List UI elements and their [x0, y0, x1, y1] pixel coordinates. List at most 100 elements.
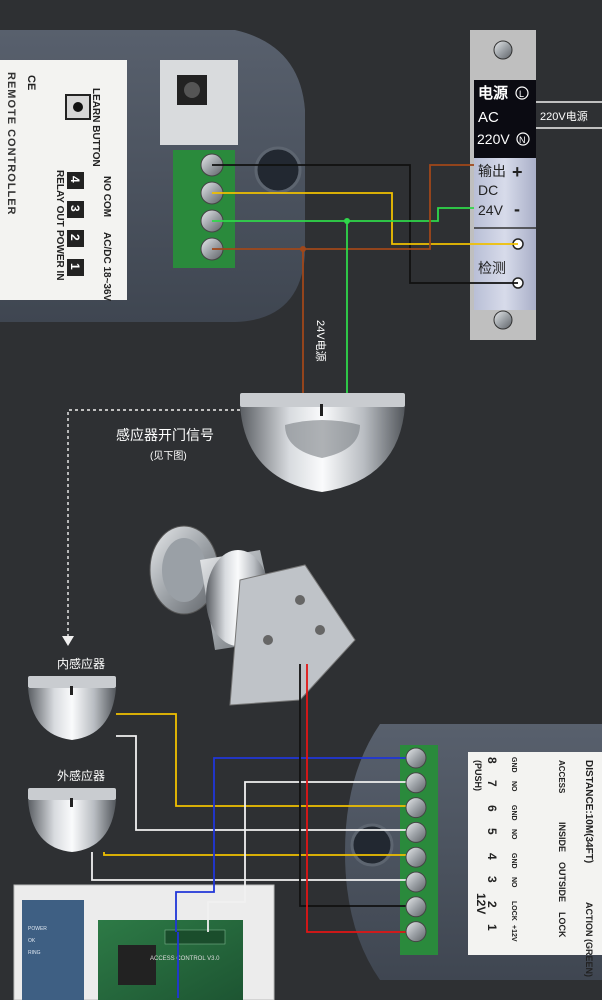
remote-terminal-4: 4 [68, 176, 82, 183]
inside-label: INSIDE [557, 822, 567, 852]
psu-title: 电源 [478, 84, 508, 102]
terminal-pair-label: 7 [485, 780, 499, 787]
learn-button-label: LEARN BUTTON [90, 88, 101, 167]
no-com-label: NO COM [101, 176, 112, 217]
wire-black-lock [299, 664, 416, 907]
remote-to-psu-wires [212, 164, 518, 395]
lock-bolt-2 [263, 635, 273, 645]
lock-bolt-3 [315, 625, 325, 635]
keypad-blue-panel [22, 900, 84, 1000]
controller-labels: DISTANCE:10M(34FT) ACCESS INSIDE OUTSIDE… [473, 757, 594, 977]
psu-dc: DC [478, 182, 498, 198]
terminal-pair-label: 5 [485, 828, 499, 835]
main-sensor-mark [320, 404, 323, 416]
wire-brown-top [212, 164, 474, 250]
pin-label: GND [510, 853, 517, 869]
see-below-label: (见下图) [150, 450, 187, 462]
distance-label: DISTANCE:10M(34FT) [583, 760, 594, 863]
controller-terminal-screw [405, 747, 427, 769]
wire-white-inner [116, 735, 416, 831]
wire-yellow-outer [103, 852, 416, 856]
remote-receiver-module: CE REMOTE CONTROLLER LEARN BUTTON 4 3 2 … [0, 30, 305, 322]
keypad-unit: ACCESS CONTROL V3.0 POWER OK RING [13, 884, 275, 1000]
main-sensor [240, 393, 405, 492]
terminal-pair-label: 8 [485, 757, 499, 764]
controller-terminal-screw [405, 821, 427, 843]
terminal-pair-label: 3 [485, 876, 499, 883]
wire-yellow-top [212, 192, 518, 245]
psu-dc-voltage: 24V [478, 202, 504, 218]
relay-out-label: RELAY OUT [54, 170, 65, 227]
wire-yellow-inner [116, 713, 416, 807]
controller-terminal-screw [405, 871, 427, 893]
power-terminal-2 [67, 230, 84, 247]
inner-sensor-dome [28, 688, 116, 740]
pin-label: NO [510, 829, 517, 840]
controller-screws-overlay [405, 747, 427, 943]
remote-module-label [0, 60, 127, 300]
controller-wires [91, 664, 416, 998]
power-in-label: POWER IN [54, 230, 65, 281]
inner-sensor-mark [70, 686, 73, 695]
sensor-signal-label: 感应器开门信号 [116, 427, 214, 443]
outside-label: OUTSIDE [557, 862, 567, 902]
inner-sensor [28, 676, 116, 740]
board-chip [118, 945, 156, 985]
remote-terminal-1: 1 [68, 263, 82, 270]
ce-logo: CE [25, 75, 37, 90]
remote-terminal-3: 3 [68, 205, 82, 212]
voltage-label: AC/DC 18~36V [101, 232, 112, 302]
lock-plate-inner [162, 538, 206, 602]
controller-mount-hole [350, 823, 394, 867]
psu-l-label: L [519, 89, 524, 99]
push-label: (PUSH) [473, 760, 483, 791]
psu-minus: - [514, 199, 520, 219]
outer-sensor-label: 外感应器 [57, 768, 105, 783]
psu-plus: + [512, 162, 523, 182]
learn-button-knob [73, 102, 83, 112]
remote-terminal-2: 2 [68, 234, 82, 241]
wire-green-top [212, 207, 474, 222]
terminal-pair-label: 6 [485, 805, 499, 812]
mount-hole [254, 146, 302, 194]
mains-label: 220V电源 [540, 109, 588, 123]
signal-dotted-line [67, 409, 240, 640]
junction-green [344, 218, 350, 224]
lock-label: LOCK [557, 912, 567, 938]
controller-terminal-screw [405, 846, 427, 868]
psu-bottom-screw [493, 310, 513, 330]
controller-label [468, 752, 602, 955]
keypad-item: OK [28, 938, 36, 944]
main-sensor-rim [240, 393, 405, 407]
controller-terminal-screw [405, 921, 427, 943]
lock-bracket [229, 564, 356, 706]
terminal-pair-label: 1 [485, 924, 499, 931]
terminal-pair-label: 2 [485, 901, 499, 908]
pin-label: GND [510, 757, 517, 773]
relay-terminal-4 [67, 172, 84, 189]
psu-l-mark [515, 86, 529, 100]
board-terminal-strip [164, 929, 226, 945]
wire-blue [175, 757, 416, 932]
inner-sensor-rim [28, 676, 116, 688]
access-label: ACCESS [557, 760, 566, 794]
psu-top-screw [493, 40, 513, 60]
remote-vertical-text: REMOTE CONTROLLER [5, 72, 17, 216]
psu-n-label: N [519, 135, 526, 145]
controller-terminal-screw [405, 772, 427, 794]
outer-sensor-mark [70, 798, 73, 807]
controller-terminal-screw [405, 797, 427, 819]
outer-sensor-rim [28, 788, 116, 800]
pin-label: NO [510, 877, 517, 888]
psu-ac-voltage: 220V [477, 131, 510, 147]
voltage-12v-label: 12V [474, 893, 488, 914]
relay-terminal-3 [67, 201, 84, 218]
power-supply: 电源 L AC 220V N 输出 + DC 24V - 检测 220V电源 [470, 30, 602, 340]
psu-n-mark [516, 132, 530, 146]
wire-white-outer [91, 852, 416, 881]
controller-terminal-screw [405, 896, 427, 918]
keypad-item: POWER [28, 926, 47, 932]
main-sensor-window [285, 420, 360, 458]
pin-label: GND [510, 805, 517, 821]
wire-red-lock [306, 664, 416, 933]
